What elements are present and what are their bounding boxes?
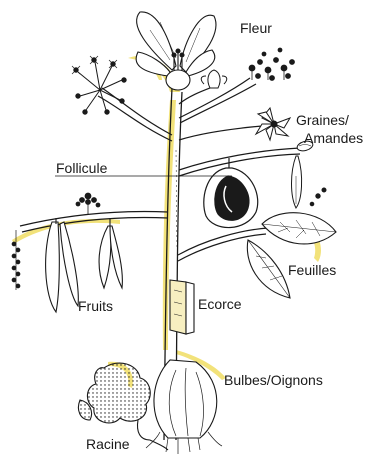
label-graines-line2: Amandes <box>304 130 363 146</box>
star-anise <box>256 108 290 140</box>
bulb <box>146 360 222 454</box>
label-ecorce: Ecorce <box>198 296 242 312</box>
hanging-pod <box>292 156 327 208</box>
follicle-fruit <box>204 158 258 228</box>
label-graines-line1: Graines/ <box>296 112 349 128</box>
flower-cluster <box>249 48 295 81</box>
umbel-flower <box>72 56 126 114</box>
bark-section <box>170 280 194 334</box>
small-bud <box>201 70 227 88</box>
label-follicule: Follicule <box>56 160 107 176</box>
label-racine: Racine <box>86 436 130 452</box>
label-fleur: Fleur <box>240 20 272 36</box>
leaves <box>247 213 336 298</box>
label-fruits: Fruits <box>78 298 113 314</box>
flower-illustration <box>136 12 216 90</box>
small-shrub <box>76 193 100 214</box>
label-bulbes: Bulbes/Oignons <box>224 372 323 388</box>
label-feuilles: Feuilles <box>288 262 336 278</box>
